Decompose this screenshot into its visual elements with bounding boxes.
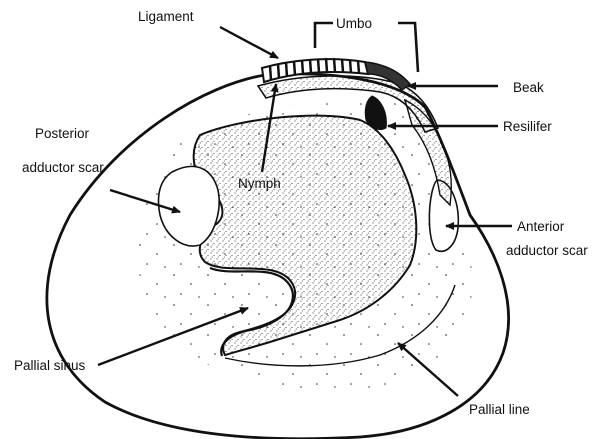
label-posterior-adductor-scar-line1: Posterior [35,126,90,141]
label-anterior-adductor-scar-line2: adductor scar [506,243,588,258]
ligament-leader [220,27,278,58]
label-pallial-sinus: Pallial sinus [14,358,86,373]
label-pallial-line: Pallial line [469,402,530,417]
label-beak: Beak [513,80,544,95]
label-posterior-adductor-scar-line2: adductor scar [22,160,104,175]
label-anterior-adductor-scar-line1: Anterior [517,219,565,234]
label-ligament: Ligament [138,9,194,24]
label-resilifer: Resilifer [503,119,552,134]
label-umbo: Umbo [336,16,372,31]
label-nymph: Nymph [238,176,281,191]
